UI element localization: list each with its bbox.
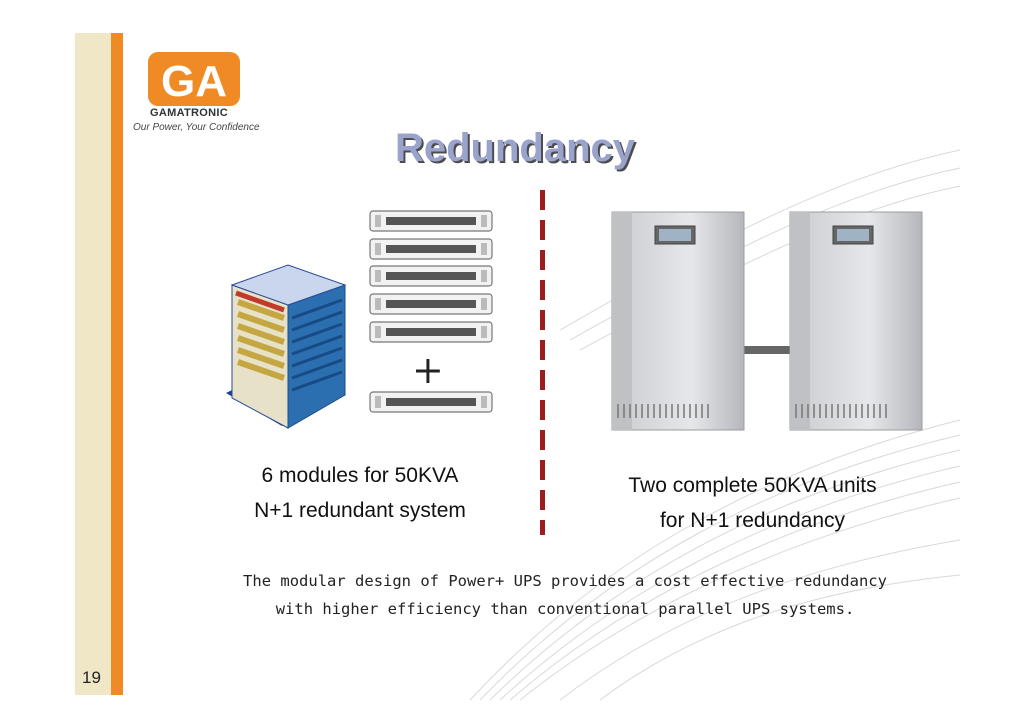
description-text: The modular design of Power+ UPS provide… <box>190 567 940 623</box>
plus-sign: + <box>412 348 444 392</box>
left-accent-stripe <box>111 33 123 695</box>
gamatronic-logo: GA <box>148 52 240 106</box>
caption-parallel-units: Two complete 50KVA units for N+1 redunda… <box>585 468 920 538</box>
svg-text:GA: GA <box>161 57 227 106</box>
caption-right-line-2: for N+1 redundancy <box>659 509 846 532</box>
logo-tagline: Our Power, Your Confidence <box>133 122 260 133</box>
description-line-1: The modular design of Power+ UPS provide… <box>243 572 887 590</box>
caption-right-line-1: Two complete 50KVA units <box>628 474 877 497</box>
description-line-2: with higher efficiency than conventional… <box>275 600 855 618</box>
page-number: 19 <box>82 668 101 687</box>
slide-title: Redundancy <box>394 126 636 170</box>
dashed-divider <box>540 190 545 535</box>
logo-brand-name: GAMATRONIC <box>150 107 228 119</box>
left-band <box>75 33 111 695</box>
caption-modular-system: 6 modules for 50KVA N+1 redundant system <box>200 458 520 528</box>
caption-left-line-1: 6 modules for 50KVA <box>261 464 459 487</box>
caption-left-line-2: N+1 redundant system <box>254 499 466 522</box>
